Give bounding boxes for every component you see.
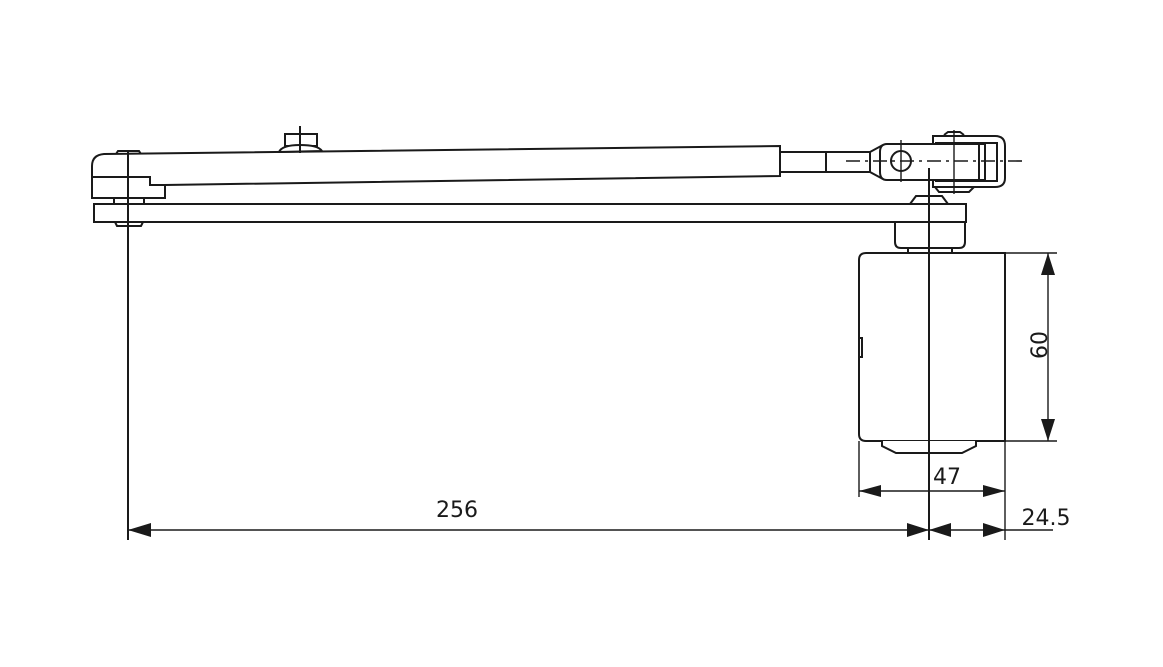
main-arm bbox=[91, 144, 781, 199]
closer-body bbox=[858, 252, 1006, 454]
dimension-60-label: 60 bbox=[1028, 331, 1053, 359]
dimension-47-label: 47 bbox=[933, 465, 961, 490]
dimension-256-label: 256 bbox=[436, 498, 478, 523]
dimension-height: 60 bbox=[1005, 252, 1057, 442]
dimension-24-5-label: 24.5 bbox=[1022, 506, 1071, 531]
mounting-plate bbox=[93, 203, 967, 223]
arm-shoe bbox=[879, 130, 1006, 194]
dimension-overall-length: 256 bbox=[128, 498, 929, 537]
dimension-body-width: 47 bbox=[858, 441, 1006, 540]
forearm-rod bbox=[779, 144, 882, 180]
dimension-offset: 24.5 bbox=[929, 506, 1070, 537]
adjust-screw bbox=[277, 126, 324, 154]
